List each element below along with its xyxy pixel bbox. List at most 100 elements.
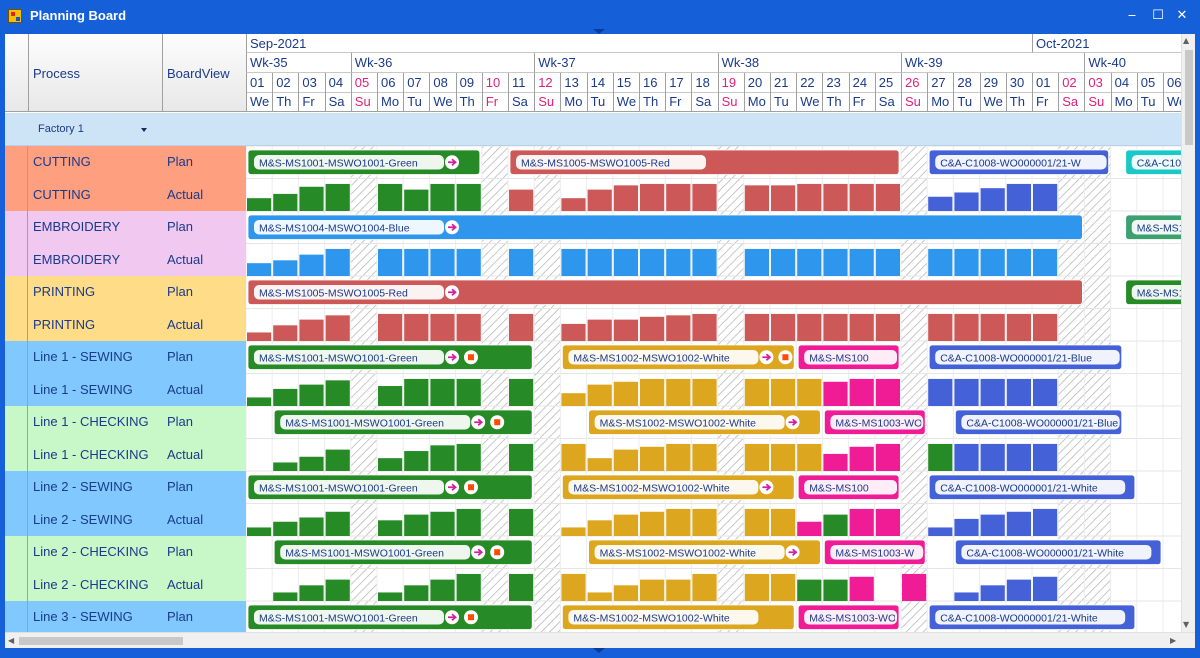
- actual-bar[interactable]: [692, 508, 717, 536]
- actual-bar[interactable]: [561, 527, 586, 536]
- actual-bar[interactable]: [875, 313, 900, 341]
- actual-bar[interactable]: [378, 592, 403, 601]
- actual-bar[interactable]: [1006, 511, 1031, 536]
- task-label[interactable]: M&S-MS1003-WO: [835, 418, 922, 430]
- actual-bar[interactable]: [849, 446, 874, 471]
- actual-bar[interactable]: [797, 443, 822, 471]
- actual-bar[interactable]: [456, 573, 481, 601]
- task-bar[interactable]: [247, 214, 1083, 240]
- actual-bar[interactable]: [692, 183, 717, 211]
- scroll-right-icon[interactable]: ▶: [1170, 636, 1177, 645]
- actual-bar[interactable]: [954, 192, 979, 211]
- actual-bar[interactable]: [823, 381, 848, 406]
- actual-bar[interactable]: [509, 443, 534, 471]
- task-label[interactable]: M&S-MS1001-MSWO1001-Green: [259, 613, 418, 625]
- actual-bar[interactable]: [561, 573, 586, 601]
- task-label[interactable]: M&S-MS10: [1137, 288, 1181, 300]
- actual-bar[interactable]: [509, 378, 534, 406]
- actual-bar[interactable]: [980, 313, 1005, 341]
- actual-bar[interactable]: [247, 397, 272, 406]
- actual-bar[interactable]: [273, 260, 298, 276]
- actual-bar[interactable]: [456, 183, 481, 211]
- actual-bar[interactable]: [980, 443, 1005, 471]
- actual-bar[interactable]: [299, 456, 324, 471]
- row-selector[interactable]: [5, 568, 28, 601]
- actual-bar[interactable]: [456, 508, 481, 536]
- actual-bar[interactable]: [1006, 579, 1031, 601]
- task-label[interactable]: C&A-C1008-WO000001/21-White: [966, 548, 1124, 560]
- title-bar[interactable]: Planning Board ‒ ☐ ✕: [0, 0, 1200, 32]
- row-selector[interactable]: [5, 601, 28, 632]
- actual-bar[interactable]: [1006, 248, 1031, 276]
- actual-bar[interactable]: [849, 378, 874, 406]
- actual-bar[interactable]: [561, 323, 586, 341]
- actual-bar[interactable]: [404, 585, 429, 601]
- actual-bar[interactable]: [771, 248, 796, 276]
- actual-bar[interactable]: [849, 183, 874, 211]
- actual-bar[interactable]: [247, 332, 272, 341]
- actual-bar[interactable]: [378, 386, 403, 406]
- actual-bar[interactable]: [928, 527, 953, 536]
- actual-bar[interactable]: [666, 508, 691, 536]
- process-column-header[interactable]: Process: [33, 66, 80, 81]
- actual-bar[interactable]: [744, 573, 769, 601]
- actual-bar[interactable]: [378, 248, 403, 276]
- actual-bar[interactable]: [640, 183, 665, 211]
- actual-bar[interactable]: [744, 248, 769, 276]
- actual-bar[interactable]: [823, 183, 848, 211]
- task-label[interactable]: C&A-C1008-WO000001/21-Blue: [966, 418, 1118, 430]
- actual-bar[interactable]: [587, 248, 612, 276]
- task-label[interactable]: M&S-MS1002-MSWO1002-White: [573, 353, 730, 365]
- actual-bar[interactable]: [378, 313, 403, 341]
- actual-bar[interactable]: [404, 313, 429, 341]
- actual-bar[interactable]: [509, 189, 534, 211]
- actual-bar[interactable]: [430, 511, 455, 536]
- actual-bar[interactable]: [849, 508, 874, 536]
- actual-bar[interactable]: [613, 319, 638, 341]
- actual-bar[interactable]: [928, 196, 953, 211]
- actual-bar[interactable]: [1033, 378, 1058, 406]
- vertical-scroll-thumb[interactable]: [1185, 50, 1193, 145]
- actual-bar[interactable]: [325, 183, 350, 211]
- row-selector[interactable]: [5, 308, 28, 341]
- actual-bar[interactable]: [692, 248, 717, 276]
- actual-bar[interactable]: [299, 384, 324, 406]
- close-button[interactable]: ✕: [1176, 8, 1188, 23]
- actual-bar[interactable]: [1006, 443, 1031, 471]
- actual-bar[interactable]: [797, 183, 822, 211]
- actual-bar[interactable]: [273, 325, 298, 341]
- actual-bar[interactable]: [928, 378, 953, 406]
- actual-bar[interactable]: [587, 520, 612, 536]
- actual-bar[interactable]: [325, 380, 350, 406]
- collapse-top-icon[interactable]: [593, 29, 605, 34]
- actual-bar[interactable]: [849, 576, 874, 601]
- actual-bar[interactable]: [1033, 443, 1058, 471]
- actual-bar[interactable]: [456, 443, 481, 471]
- task-label[interactable]: M&S-MS1004-MSWO1004-Blue: [259, 223, 410, 235]
- actual-bar[interactable]: [273, 193, 298, 211]
- actual-bar[interactable]: [797, 378, 822, 406]
- boardview-column-header[interactable]: BoardView: [167, 66, 230, 81]
- actual-bar[interactable]: [325, 511, 350, 536]
- actual-bar[interactable]: [430, 378, 455, 406]
- actual-bar[interactable]: [404, 378, 429, 406]
- actual-bar[interactable]: [744, 313, 769, 341]
- actual-bar[interactable]: [404, 189, 429, 211]
- actual-bar[interactable]: [771, 185, 796, 211]
- actual-bar[interactable]: [247, 527, 272, 536]
- task-label[interactable]: M&S-MS1: [1137, 223, 1181, 235]
- task-bar[interactable]: [247, 279, 1083, 305]
- actual-bar[interactable]: [823, 579, 848, 601]
- task-label[interactable]: C&A-C1008-WO000001/21-W: [940, 158, 1081, 170]
- actual-bar[interactable]: [823, 514, 848, 536]
- actual-bar[interactable]: [1033, 248, 1058, 276]
- actual-bar[interactable]: [247, 198, 272, 211]
- actual-bar[interactable]: [613, 185, 638, 211]
